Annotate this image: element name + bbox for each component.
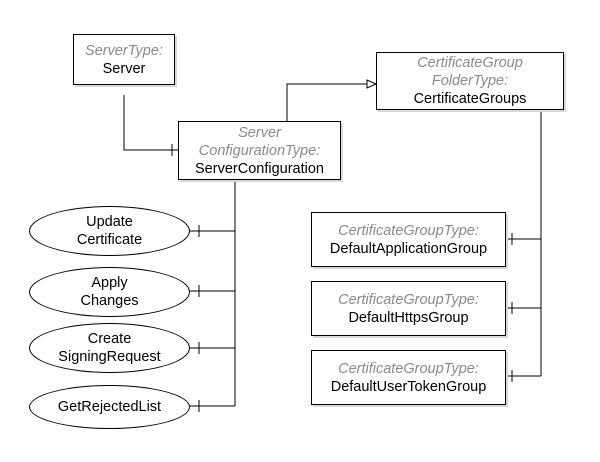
certificate-groups-name-label: CertificateGroups bbox=[413, 91, 527, 107]
update-certificate-method[interactable]: Update Certificate bbox=[29, 206, 190, 256]
certificate-groups-type-line2: FolderType: bbox=[431, 73, 509, 89]
create-signing-request-line2: SigningRequest bbox=[58, 349, 161, 365]
default-application-group-name-label: DefaultApplicationGroup bbox=[329, 240, 488, 257]
default-application-group-node[interactable]: CertificateGroupType: DefaultApplication… bbox=[311, 212, 506, 267]
update-certificate-line2: Certificate bbox=[76, 232, 143, 248]
get-rejected-list-line1: GetRejectedList bbox=[57, 399, 162, 415]
configuration-to-certificate-groups-line bbox=[286, 83, 369, 121]
default-https-group-node[interactable]: CertificateGroupType: DefaultHttpsGroup bbox=[311, 281, 506, 336]
server-type-label: ServerType: bbox=[85, 42, 163, 59]
server-to-configuration-line bbox=[123, 95, 178, 151]
default-https-group-type-label: CertificateGroupType: bbox=[338, 291, 479, 308]
get-rejected-list-method[interactable]: GetRejectedList bbox=[29, 385, 190, 429]
default-user-token-group-name-label: DefaultUserTokenGroup bbox=[330, 378, 487, 395]
apply-changes-line1: Apply bbox=[91, 275, 128, 291]
configuration-to-certificate-groups-arrowhead bbox=[366, 79, 378, 89]
server-node[interactable]: ServerType: Server bbox=[73, 34, 175, 85]
server-configuration-node[interactable]: Server ConfigurationType: ServerConfigur… bbox=[178, 121, 341, 180]
create-signing-request-method[interactable]: Create SigningRequest bbox=[29, 323, 190, 373]
certificate-groups-type-line1: CertificateGroup bbox=[417, 55, 523, 71]
default-https-group-name-label: DefaultHttpsGroup bbox=[348, 309, 469, 326]
server-configuration-type-line2: ConfigurationType: bbox=[198, 142, 321, 159]
server-configuration-type-line1: Server bbox=[238, 124, 281, 141]
default-application-group-type-label: CertificateGroupType: bbox=[338, 222, 479, 239]
certificate-groups-node[interactable]: CertificateGroup FolderType: Certificate… bbox=[376, 52, 564, 110]
server-name-label: Server bbox=[102, 60, 146, 77]
server-configuration-name-label: ServerConfiguration bbox=[195, 160, 324, 177]
default-user-token-group-node[interactable]: CertificateGroupType: DefaultUserTokenGr… bbox=[311, 350, 506, 405]
update-certificate-line1: Update bbox=[86, 214, 133, 230]
create-signing-request-line1: Create bbox=[87, 331, 132, 347]
default-user-token-group-type-label: CertificateGroupType: bbox=[338, 360, 479, 377]
apply-changes-method[interactable]: Apply Changes bbox=[29, 267, 190, 317]
apply-changes-line2: Changes bbox=[80, 293, 139, 309]
